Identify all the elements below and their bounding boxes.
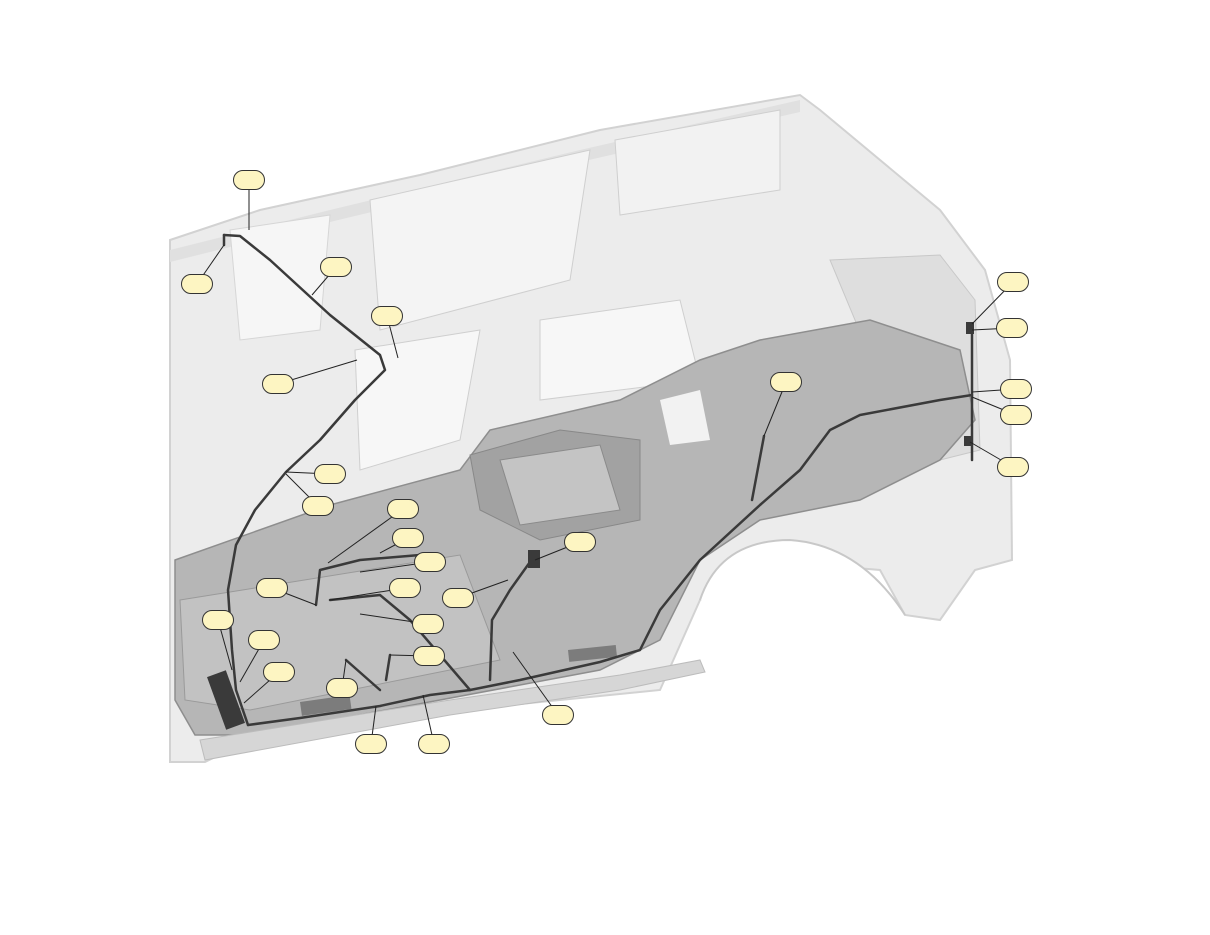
- callout-bubble: [263, 662, 295, 682]
- callout-bubble: [414, 552, 446, 572]
- callout-bubble: [418, 734, 450, 754]
- callout-bubble: [262, 374, 294, 394]
- callout-bubble: [564, 532, 596, 552]
- callout-bubble: [302, 496, 334, 516]
- callout-bubble: [392, 528, 424, 548]
- callout-bubble: [542, 705, 574, 725]
- callout-bubble: [1000, 379, 1032, 399]
- callout-bubble: [442, 588, 474, 608]
- callout-leader-line: [327, 508, 404, 564]
- callout-bubble: [355, 734, 387, 754]
- callout-bubble: [1000, 405, 1032, 425]
- callout-bubble: [412, 614, 444, 634]
- callout-bubble: [256, 578, 288, 598]
- callout-bubble: [371, 306, 403, 326]
- callout-bubble: [314, 464, 346, 484]
- callout-bubble: [387, 499, 419, 519]
- callout-bubble: [326, 678, 358, 698]
- callout-bubble: [202, 610, 234, 630]
- callout-bubble: [248, 630, 280, 650]
- callout-bubble: [181, 274, 213, 294]
- callout-bubble: [997, 272, 1029, 292]
- callout-bubble: [996, 318, 1028, 338]
- callout-bubble: [413, 646, 445, 666]
- callout-bubble: [770, 372, 802, 392]
- callout-leader-line: [512, 651, 559, 716]
- callout-bubble: [389, 578, 421, 598]
- callout-bubble: [997, 457, 1029, 477]
- callout-bubble: [320, 257, 352, 277]
- callout-bubble: [233, 170, 265, 190]
